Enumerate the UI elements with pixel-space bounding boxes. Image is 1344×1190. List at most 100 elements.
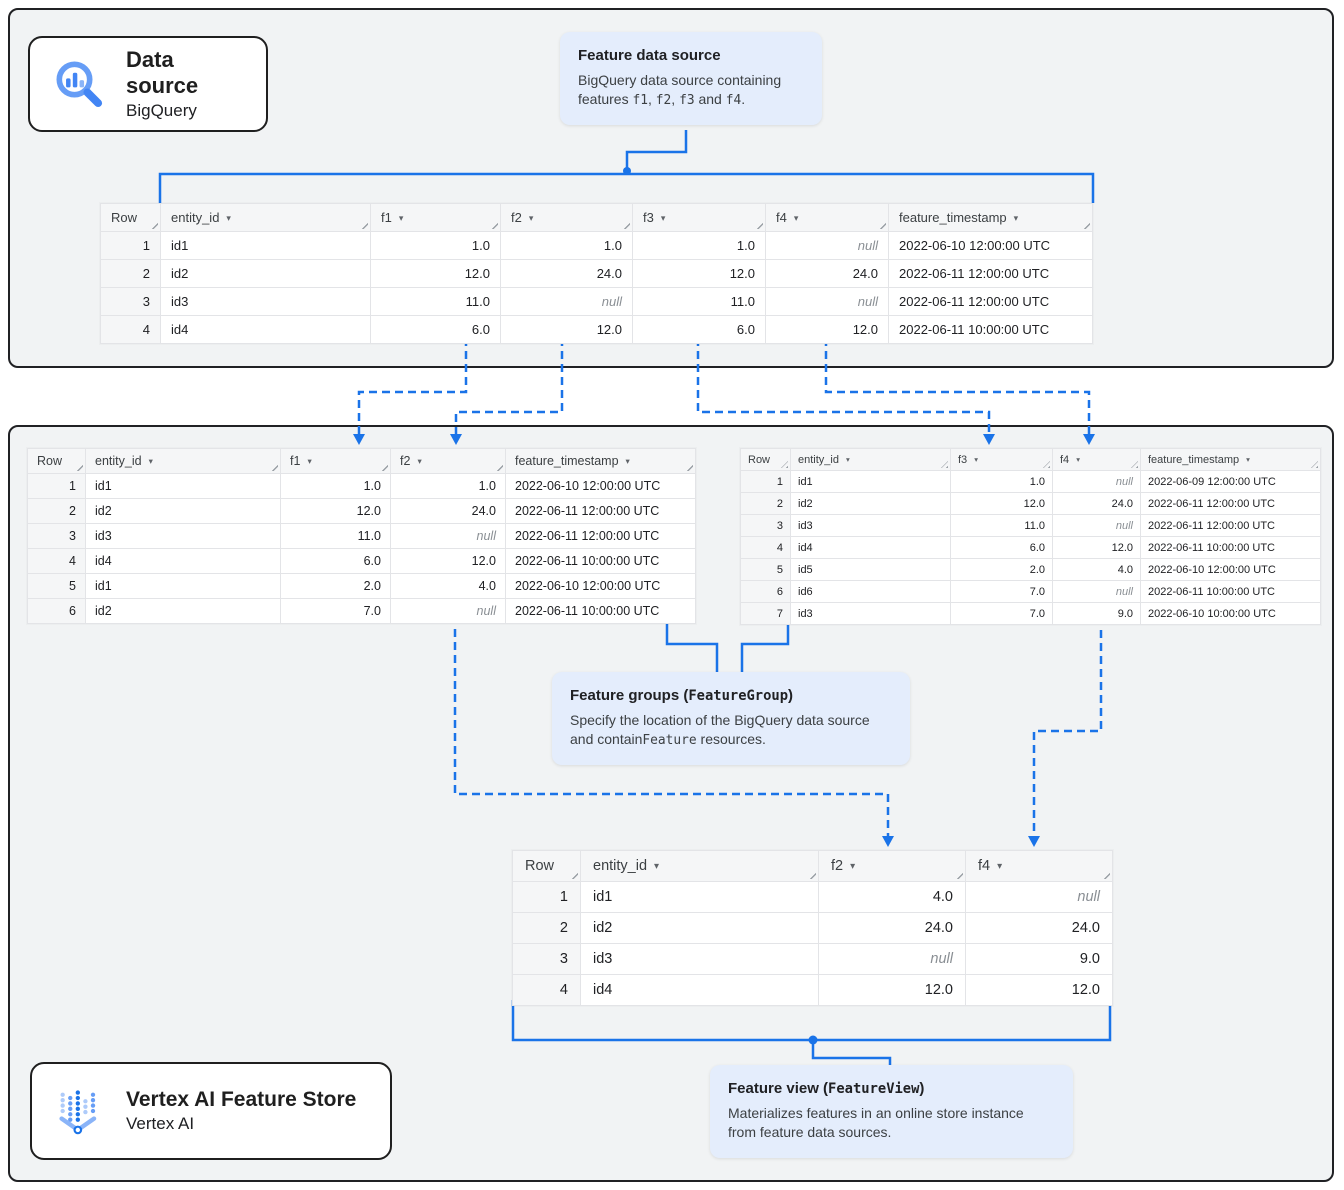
table-cell: 2 (100, 259, 161, 288)
table-cell: 4.0 (1052, 558, 1141, 581)
table-cell: id1 (85, 473, 281, 499)
table-cell: id1 (580, 881, 819, 913)
table-cell: id1 (790, 470, 951, 493)
table-cell: 4.0 (390, 573, 506, 599)
table-cell: 1.0 (632, 231, 766, 260)
table-cell: 2022-06-11 12:00:00 UTC (1140, 514, 1321, 537)
column-label: Row (525, 858, 555, 874)
column-header-row: Row (27, 448, 86, 474)
column-header-entity-id: entity_id▾ (580, 850, 819, 882)
vertex-card-text: Vertex AI Feature Store Vertex AI (126, 1088, 356, 1135)
table-cell: 12.0 (765, 315, 889, 344)
table-cell: 3 (100, 287, 161, 316)
code-text: f4 (725, 93, 742, 109)
sort-dropdown-icon: ▾ (1013, 213, 1019, 223)
column-header-f3: f3▾ (950, 448, 1053, 471)
card-subtitle: Vertex AI (126, 1114, 195, 1134)
table-cell: 1 (100, 231, 161, 260)
column-header-f1: f1▾ (280, 448, 391, 474)
table-cell: 7.0 (950, 580, 1053, 603)
sort-dropdown-icon: ▾ (148, 456, 153, 466)
resize-grip-icon (754, 220, 763, 229)
sort-dropdown-icon: ▾ (793, 213, 799, 223)
callout-title: Feature groups (FeatureGroup) (570, 687, 892, 704)
table-cell: 24.0 (1052, 492, 1141, 515)
column-label: f3 (958, 453, 968, 466)
table-cell: 7.0 (950, 602, 1053, 625)
column-header-row: Row (740, 448, 791, 471)
plain-text: Feature data source (578, 47, 721, 64)
table-cell: 24.0 (765, 259, 889, 288)
table-cell: 1.0 (280, 473, 391, 499)
table-cell: 12.0 (965, 974, 1113, 1006)
table-cell: id3 (85, 523, 281, 549)
column-header-f2: f2▾ (500, 203, 633, 232)
table-cell: 4 (740, 536, 791, 559)
column-label: entity_id (593, 858, 648, 874)
resize-grip-icon (1101, 870, 1110, 879)
resize-grip-icon (1131, 461, 1138, 468)
resize-grip-icon (379, 462, 388, 471)
table-cell: 2022-06-10 10:00:00 UTC (1140, 602, 1321, 625)
table-cell: 3 (740, 514, 791, 537)
column-header-feature-timestamp: feature_timestamp ▾ (1140, 448, 1321, 471)
table-cell: 2.0 (280, 573, 391, 599)
sort-dropdown-icon: ▾ (1076, 454, 1080, 464)
column-label: feature_timestamp (1148, 453, 1240, 466)
table-cell: 12.0 (818, 974, 966, 1006)
resize-grip-icon (494, 462, 503, 471)
sort-dropdown-icon: ▾ (1246, 454, 1250, 464)
column-label: entity_id (798, 453, 839, 466)
table-cell: 2 (512, 912, 581, 944)
table-cell: 1.0 (500, 231, 633, 260)
table-cell: 2.0 (950, 558, 1053, 581)
table-cell: 3 (512, 943, 581, 975)
sort-dropdown-icon: ▾ (850, 861, 856, 872)
plain-text: Feature groups ( (570, 687, 689, 704)
sort-dropdown-icon: ▾ (398, 213, 404, 223)
column-label: f4 (1060, 453, 1070, 466)
table-cell: 2022-06-11 10:00:00 UTC (1140, 580, 1321, 603)
column-label: f2 (831, 858, 844, 874)
vertex-ai-feature-store-card: Vertex AI Feature Store Vertex AI (30, 1062, 392, 1160)
table-cell: id2 (85, 498, 281, 524)
code-text: FeatureGroup (688, 688, 789, 704)
table-cell: 4 (27, 548, 86, 574)
column-label: Row (111, 210, 138, 225)
table-cell: null (390, 523, 506, 549)
table-cell: 12.0 (500, 315, 633, 344)
plain-text: ) (919, 1080, 925, 1097)
table-cell: 11.0 (280, 523, 391, 549)
table-cell: 6.0 (632, 315, 766, 344)
table-cell: 2022-06-10 12:00:00 UTC (505, 573, 696, 599)
table-cell: 2022-06-11 10:00:00 UTC (888, 315, 1093, 344)
table-cell: 1 (740, 470, 791, 493)
column-header-entity-id: entity_id▾ (160, 203, 371, 232)
table-cell: 12.0 (950, 492, 1053, 515)
table-cell: 2022-06-11 12:00:00 UTC (1140, 492, 1321, 515)
sort-dropdown-icon: ▾ (625, 456, 630, 466)
table-cell: id1 (85, 573, 281, 599)
table-cell: 12.0 (370, 259, 501, 288)
table-cell: 4 (100, 315, 161, 344)
table-cell: null (1052, 514, 1141, 537)
card-title: Vertex AI Feature Store (126, 1087, 357, 1111)
table-cell: id3 (580, 943, 819, 975)
table-cell: 6.0 (370, 315, 501, 344)
callout-body: Materializes features in an online store… (728, 1104, 1055, 1143)
column-header-entity-id: entity_id▾ (85, 448, 281, 474)
table-cell: 12.0 (390, 548, 506, 574)
callout-title: Feature data source (578, 47, 804, 64)
code-text: Feature (642, 733, 697, 749)
